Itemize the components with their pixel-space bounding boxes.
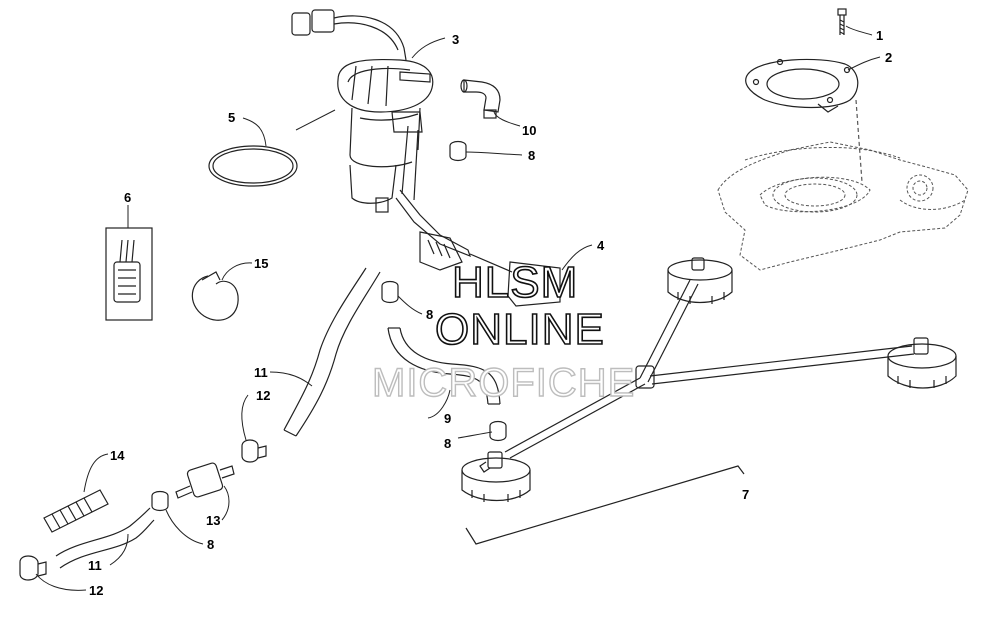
flange-ring-part (745, 58, 863, 183)
hose-11-part (55, 267, 381, 569)
callout-2: 2 (885, 50, 892, 65)
fuel-pickup-assembly (461, 257, 957, 502)
callout-15: 15 (254, 256, 268, 271)
watermark: HLSM ONLINE MICROFICHE (371, 257, 635, 406)
callout-9: 9 (444, 411, 451, 426)
callout-12-lower: 12 (89, 583, 103, 598)
sleeve-part (43, 489, 109, 533)
callout-8-lower: 8 (444, 436, 451, 451)
hose-9-part (387, 327, 501, 405)
callout-6: 6 (124, 190, 131, 205)
callout-8-mid: 8 (426, 307, 433, 322)
callout-5: 5 (228, 110, 235, 125)
watermark-line1: HLSM (452, 258, 578, 307)
bolt-part (837, 8, 847, 35)
float-part (469, 253, 561, 307)
callout-12-upper: 12 (256, 388, 270, 403)
spring-clamp-parts (19, 439, 267, 581)
callout-4: 4 (597, 238, 605, 253)
connector-kit-part (105, 227, 153, 321)
callout-3: 3 (452, 32, 459, 47)
clip-part (191, 271, 239, 321)
callout-13: 13 (206, 513, 220, 528)
callout-8-bottom: 8 (207, 537, 214, 552)
elbow-fitting-part (460, 79, 501, 119)
fuel-pump-assembly (291, 9, 471, 271)
callout-10: 10 (522, 123, 536, 138)
callout-11-upper: 11 (254, 365, 268, 380)
fuel-tank-outline (717, 141, 969, 271)
leader-lines (35, 25, 881, 591)
watermark-line3: MICROFICHE (372, 361, 635, 405)
clamp-parts (151, 140, 507, 512)
callout-11-lower: 11 (88, 558, 102, 573)
fuel-pickup-bracket (465, 465, 745, 545)
callout-8-top: 8 (528, 148, 535, 163)
fuel-filter-part (175, 462, 235, 499)
o-ring-part (208, 145, 298, 187)
watermark-line2: ONLINE (435, 305, 605, 354)
callout-labels: 1 2 3 4 5 6 7 8 8 8 8 9 10 11 11 12 12 1… (88, 28, 892, 598)
callout-7: 7 (742, 487, 749, 502)
callout-14: 14 (110, 448, 125, 463)
callout-1: 1 (876, 28, 883, 43)
